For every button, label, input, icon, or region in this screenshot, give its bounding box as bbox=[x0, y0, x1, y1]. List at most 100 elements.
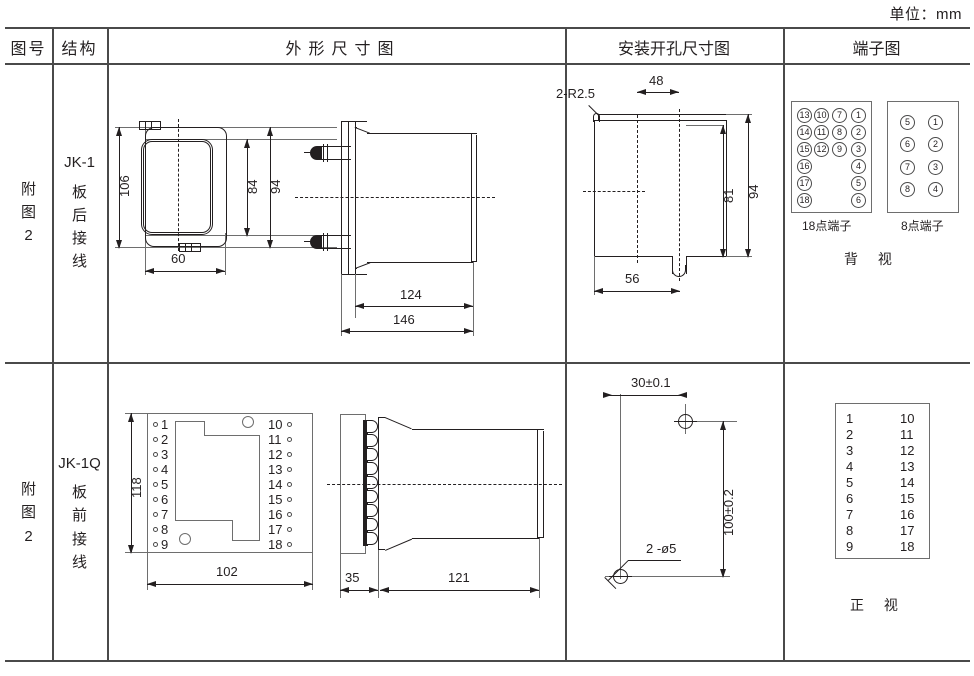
r2t-left-7[interactable]: 7 bbox=[846, 507, 854, 522]
r2t-left-9[interactable]: 9 bbox=[846, 539, 854, 554]
terminal-13[interactable]: 13 bbox=[797, 108, 812, 123]
terminal-18[interactable]: 18 bbox=[797, 193, 812, 208]
terminal8-8[interactable]: 8 bbox=[900, 182, 915, 197]
row-rule bbox=[5, 362, 970, 364]
r2-body-cap-t bbox=[537, 429, 544, 430]
r2-left-term-7: 7 bbox=[161, 507, 169, 522]
r2mh-ref-v bbox=[620, 394, 621, 579]
r2t-left-1[interactable]: 1 bbox=[846, 411, 854, 426]
terminal8-3[interactable]: 3 bbox=[928, 160, 943, 175]
row2-fig-char-1: 图 bbox=[20, 504, 36, 522]
dim146-line bbox=[341, 331, 473, 332]
r2mh-hole-top-cross-h bbox=[674, 421, 697, 422]
terminal-7[interactable]: 7 bbox=[832, 108, 847, 123]
dim106-arrow-up bbox=[116, 127, 122, 136]
r2-mod-left bbox=[175, 421, 176, 521]
terminal8-4[interactable]: 4 bbox=[928, 182, 943, 197]
clip-top-r2 bbox=[151, 121, 152, 130]
terminal-2[interactable]: 2 bbox=[851, 125, 866, 140]
terminal-12[interactable]: 12 bbox=[814, 142, 829, 157]
terminal-17[interactable]: 17 bbox=[797, 176, 812, 191]
row1-model: JK-1 bbox=[64, 154, 95, 172]
r2-mod-top-1 bbox=[175, 421, 204, 422]
row2-fig-char-2: 2 bbox=[24, 527, 33, 545]
mh-centerline-h bbox=[583, 191, 645, 192]
dim35-ext-l bbox=[340, 554, 341, 598]
terminal-1[interactable]: 1 bbox=[851, 108, 866, 123]
terminal-8[interactable]: 8 bbox=[832, 125, 847, 140]
dim124-ext-r bbox=[473, 262, 474, 336]
row1-view-label: 背 视 bbox=[844, 251, 900, 267]
r2t-right-18[interactable]: 18 bbox=[900, 539, 915, 554]
r2t-right-17[interactable]: 17 bbox=[900, 523, 915, 538]
r2t-right-10[interactable]: 10 bbox=[900, 411, 915, 426]
stud-u-axis bbox=[304, 152, 318, 153]
terminal8-7[interactable]: 7 bbox=[900, 160, 915, 175]
r2-dot-6 bbox=[153, 497, 158, 502]
r2t-right-13[interactable]: 13 bbox=[900, 459, 915, 474]
r2t-left-6[interactable]: 6 bbox=[846, 491, 854, 506]
dim102-arrow-l bbox=[147, 581, 156, 587]
r2-panel-bot bbox=[125, 552, 313, 553]
terminal-6[interactable]: 6 bbox=[851, 193, 866, 208]
r2t-left-5[interactable]: 5 bbox=[846, 475, 854, 490]
case-inner-2 bbox=[143, 141, 211, 233]
r2t-right-12[interactable]: 12 bbox=[900, 443, 915, 458]
terminal-9[interactable]: 9 bbox=[832, 142, 847, 157]
clip-bot-r2 bbox=[191, 243, 192, 252]
dim100-line bbox=[723, 421, 724, 576]
row2-struct-char-3: 线 bbox=[71, 553, 87, 571]
side-centerline bbox=[295, 197, 495, 198]
terminal-11[interactable]: 11 bbox=[814, 125, 829, 140]
r2t-left-8[interactable]: 8 bbox=[846, 523, 854, 538]
row2-struct-char-1: 前 bbox=[71, 507, 87, 525]
dim100-arrow-u bbox=[720, 421, 726, 430]
r2-body-nose-t bbox=[378, 417, 385, 418]
r2-left-term-1: 1 bbox=[161, 417, 169, 432]
r2t-right-15[interactable]: 15 bbox=[900, 491, 915, 506]
r2-panel-left bbox=[147, 413, 148, 590]
dim100-arrow-d bbox=[720, 569, 726, 578]
r2-left-term-5: 5 bbox=[161, 477, 169, 492]
row1-fig-char-0: 附 bbox=[20, 180, 36, 198]
row1-outline-drawing: 106 84 94 60 bbox=[107, 63, 565, 362]
side-flange-top bbox=[341, 121, 367, 122]
r2-body-chamfer-b bbox=[385, 538, 413, 551]
mh-left bbox=[594, 120, 595, 257]
r2-dot-14 bbox=[287, 482, 292, 487]
dim-35: 35 bbox=[345, 570, 360, 585]
dim-100: 100±0.2 bbox=[721, 489, 736, 536]
row1-terminal-diagram: 13 14 15 16 17 18 10 11 12 7 8 9 1 2 3 4… bbox=[783, 63, 970, 362]
terminal-block-18: 13 14 15 16 17 18 10 11 12 7 8 9 1 2 3 4… bbox=[791, 101, 872, 213]
r2t-right-11[interactable]: 11 bbox=[900, 427, 914, 442]
terminal8-5[interactable]: 5 bbox=[900, 115, 915, 130]
terminal-15[interactable]: 15 bbox=[797, 142, 812, 157]
r2-dot-16 bbox=[287, 512, 292, 517]
r2t-left-4[interactable]: 4 bbox=[846, 459, 854, 474]
header-mounting: 安装开孔尺寸图 bbox=[617, 40, 730, 58]
label-2-r2-5: 2-R2.5 bbox=[556, 86, 596, 101]
side-flange-bot bbox=[341, 274, 367, 275]
terminal8-2[interactable]: 2 bbox=[928, 137, 943, 152]
terminal-10[interactable]: 10 bbox=[814, 108, 829, 123]
r2-dot-2 bbox=[153, 437, 158, 442]
r2-right-term-10: 10 bbox=[268, 417, 283, 432]
terminal8-1[interactable]: 1 bbox=[928, 115, 943, 130]
r2-bump-2 bbox=[366, 434, 378, 447]
r2-panel-right bbox=[312, 413, 313, 590]
terminal-4[interactable]: 4 bbox=[851, 159, 866, 174]
terminal-3[interactable]: 3 bbox=[851, 142, 866, 157]
body-bot bbox=[367, 262, 473, 263]
r2t-left-2[interactable]: 2 bbox=[846, 427, 854, 442]
dim124-ext-l bbox=[355, 274, 356, 318]
r2t-right-14[interactable]: 14 bbox=[900, 475, 915, 490]
r2t-left-3[interactable]: 3 bbox=[846, 443, 854, 458]
terminal-14[interactable]: 14 bbox=[797, 125, 812, 140]
terminal-5[interactable]: 5 bbox=[851, 176, 866, 191]
terminal-16[interactable]: 16 bbox=[797, 159, 812, 174]
r2-dot-4 bbox=[153, 467, 158, 472]
dim121-arrow-r bbox=[530, 587, 539, 593]
r2t-right-16[interactable]: 16 bbox=[900, 507, 915, 522]
row2-struct-char-2: 接 bbox=[71, 530, 87, 548]
terminal8-6[interactable]: 6 bbox=[900, 137, 915, 152]
